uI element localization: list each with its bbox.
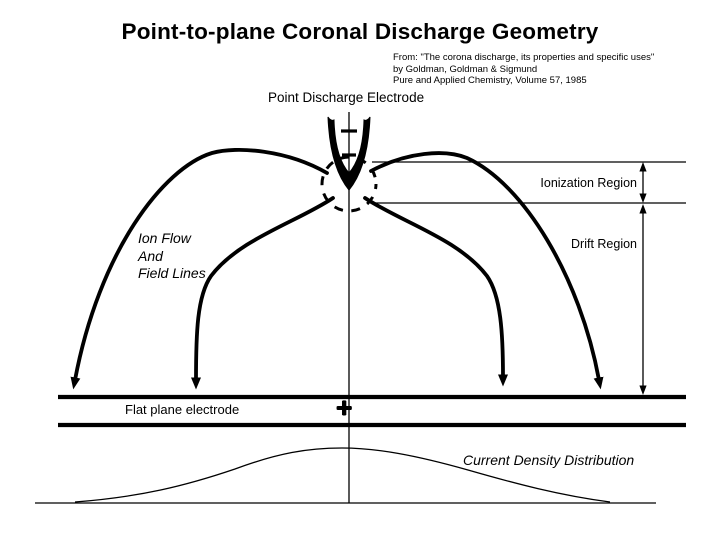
point-electrode-label: Point Discharge Electrode <box>268 90 425 105</box>
point-electrode-shape <box>327 116 371 191</box>
ion-flow-line-2: And <box>138 247 163 264</box>
drift-region-dimension-arrow <box>639 204 647 395</box>
citation-line-3: Pure and Applied Chemistry, Volume 57, 1… <box>393 75 587 86</box>
field-line-inner-left <box>191 196 335 390</box>
ion-flow-line-3: Field Lines <box>138 265 206 281</box>
field-line-outer-right <box>369 151 604 390</box>
drift-region-label: Drift Region <box>571 237 637 251</box>
diagram-title: Point-to-plane Coronal Discharge Geometr… <box>121 19 599 44</box>
field-line-inner-right <box>363 196 508 387</box>
flat-plane-electrode-label: Flat plane electrode <box>125 402 240 417</box>
current-density-distribution-label: Current Density Distribution <box>463 452 635 468</box>
ionization-region-label: Ionization Region <box>540 176 637 190</box>
current-density-curve <box>74 447 611 503</box>
ion-flow-label: Ion Flow And Field Lines <box>138 230 206 283</box>
field-line-outer-left <box>70 148 329 390</box>
citation-line-2: by Goldman, Goldman & Sigmund <box>393 63 538 75</box>
ionization-region-dimension-arrow <box>639 162 647 203</box>
ionization-boundary-dashed-circle <box>320 155 378 213</box>
plus-polarity-mark: + <box>336 392 353 423</box>
ion-flow-line-1: Ion Flow <box>138 230 191 246</box>
citation-line-1: From: "The corona discharge, its propert… <box>393 52 655 63</box>
source-citation: From: "The corona discharge, its propert… <box>393 52 654 87</box>
